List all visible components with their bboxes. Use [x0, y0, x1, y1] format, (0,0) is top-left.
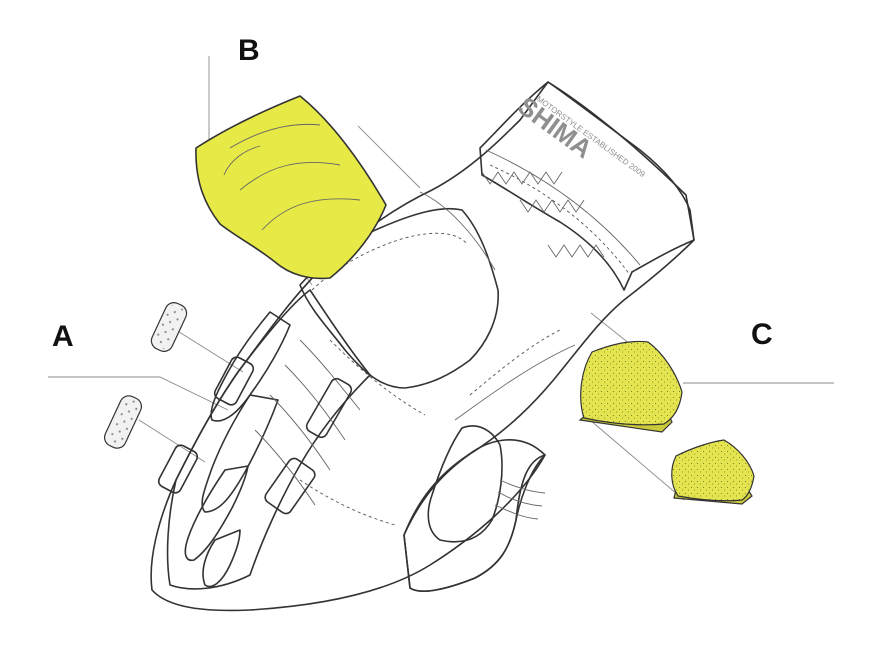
finger-rib-3 — [269, 394, 331, 471]
back-panel — [166, 289, 371, 590]
finger-ring — [184, 465, 249, 562]
knuckle-edge — [419, 191, 496, 271]
glove-outline — [150, 81, 695, 612]
protector-c — [578, 340, 755, 505]
callout-label-a: A — [52, 320, 74, 353]
slider-4 — [305, 377, 353, 439]
finger-stitch-1 — [329, 339, 426, 416]
protector-b-contour-3 — [261, 198, 361, 231]
cuff-stitch — [489, 164, 631, 276]
protector-b-contour-2 — [239, 162, 341, 191]
finger-rib-1 — [299, 339, 361, 411]
finger-stitch-2 — [299, 479, 396, 526]
protector-a-upper-texture — [153, 304, 185, 350]
thumb-stripe-3 — [494, 504, 539, 520]
palm-seam — [454, 344, 576, 421]
thumb-stripe-1 — [499, 479, 546, 494]
leader-a-lower — [138, 419, 206, 463]
finger-rib-2 — [284, 364, 346, 441]
protector-c-lower — [671, 439, 755, 502]
callout-label-b: B — [238, 34, 260, 67]
slider-1 — [213, 356, 255, 406]
finger-index — [210, 311, 291, 422]
zigzag-lower — [547, 244, 605, 258]
thumb-mesh — [427, 425, 503, 543]
leader-a — [48, 376, 229, 411]
protector-b-contour-4 — [223, 145, 261, 176]
knuckle-panel — [299, 207, 499, 389]
zigzag-upper — [481, 171, 563, 185]
cuff-seam — [485, 149, 641, 266]
slider-2 — [157, 444, 199, 494]
finger-middle — [201, 394, 279, 513]
protector-a — [103, 302, 188, 449]
protector-c-upper — [580, 340, 683, 426]
protector-a-lower-texture — [106, 398, 140, 446]
leader-b-knuckle — [357, 125, 421, 189]
protector-b — [195, 95, 387, 280]
zigzag-middle — [519, 199, 585, 213]
leader-c-lower — [589, 419, 685, 501]
thumb-stripe-2 — [497, 491, 543, 507]
finger-pinky — [202, 529, 241, 588]
leader-a-upper — [175, 329, 244, 373]
protector-b-pad — [195, 95, 387, 280]
protector-b-contour-1 — [229, 123, 321, 149]
palm-stitch — [469, 329, 561, 396]
leader-lines — [48, 56, 834, 501]
callout-label-c: C — [751, 318, 773, 351]
cuff — [479, 81, 695, 291]
finger-rib-4 — [254, 429, 316, 506]
knuckle-stitch — [311, 232, 469, 291]
slider-3 — [264, 457, 316, 515]
thumb — [403, 439, 546, 592]
